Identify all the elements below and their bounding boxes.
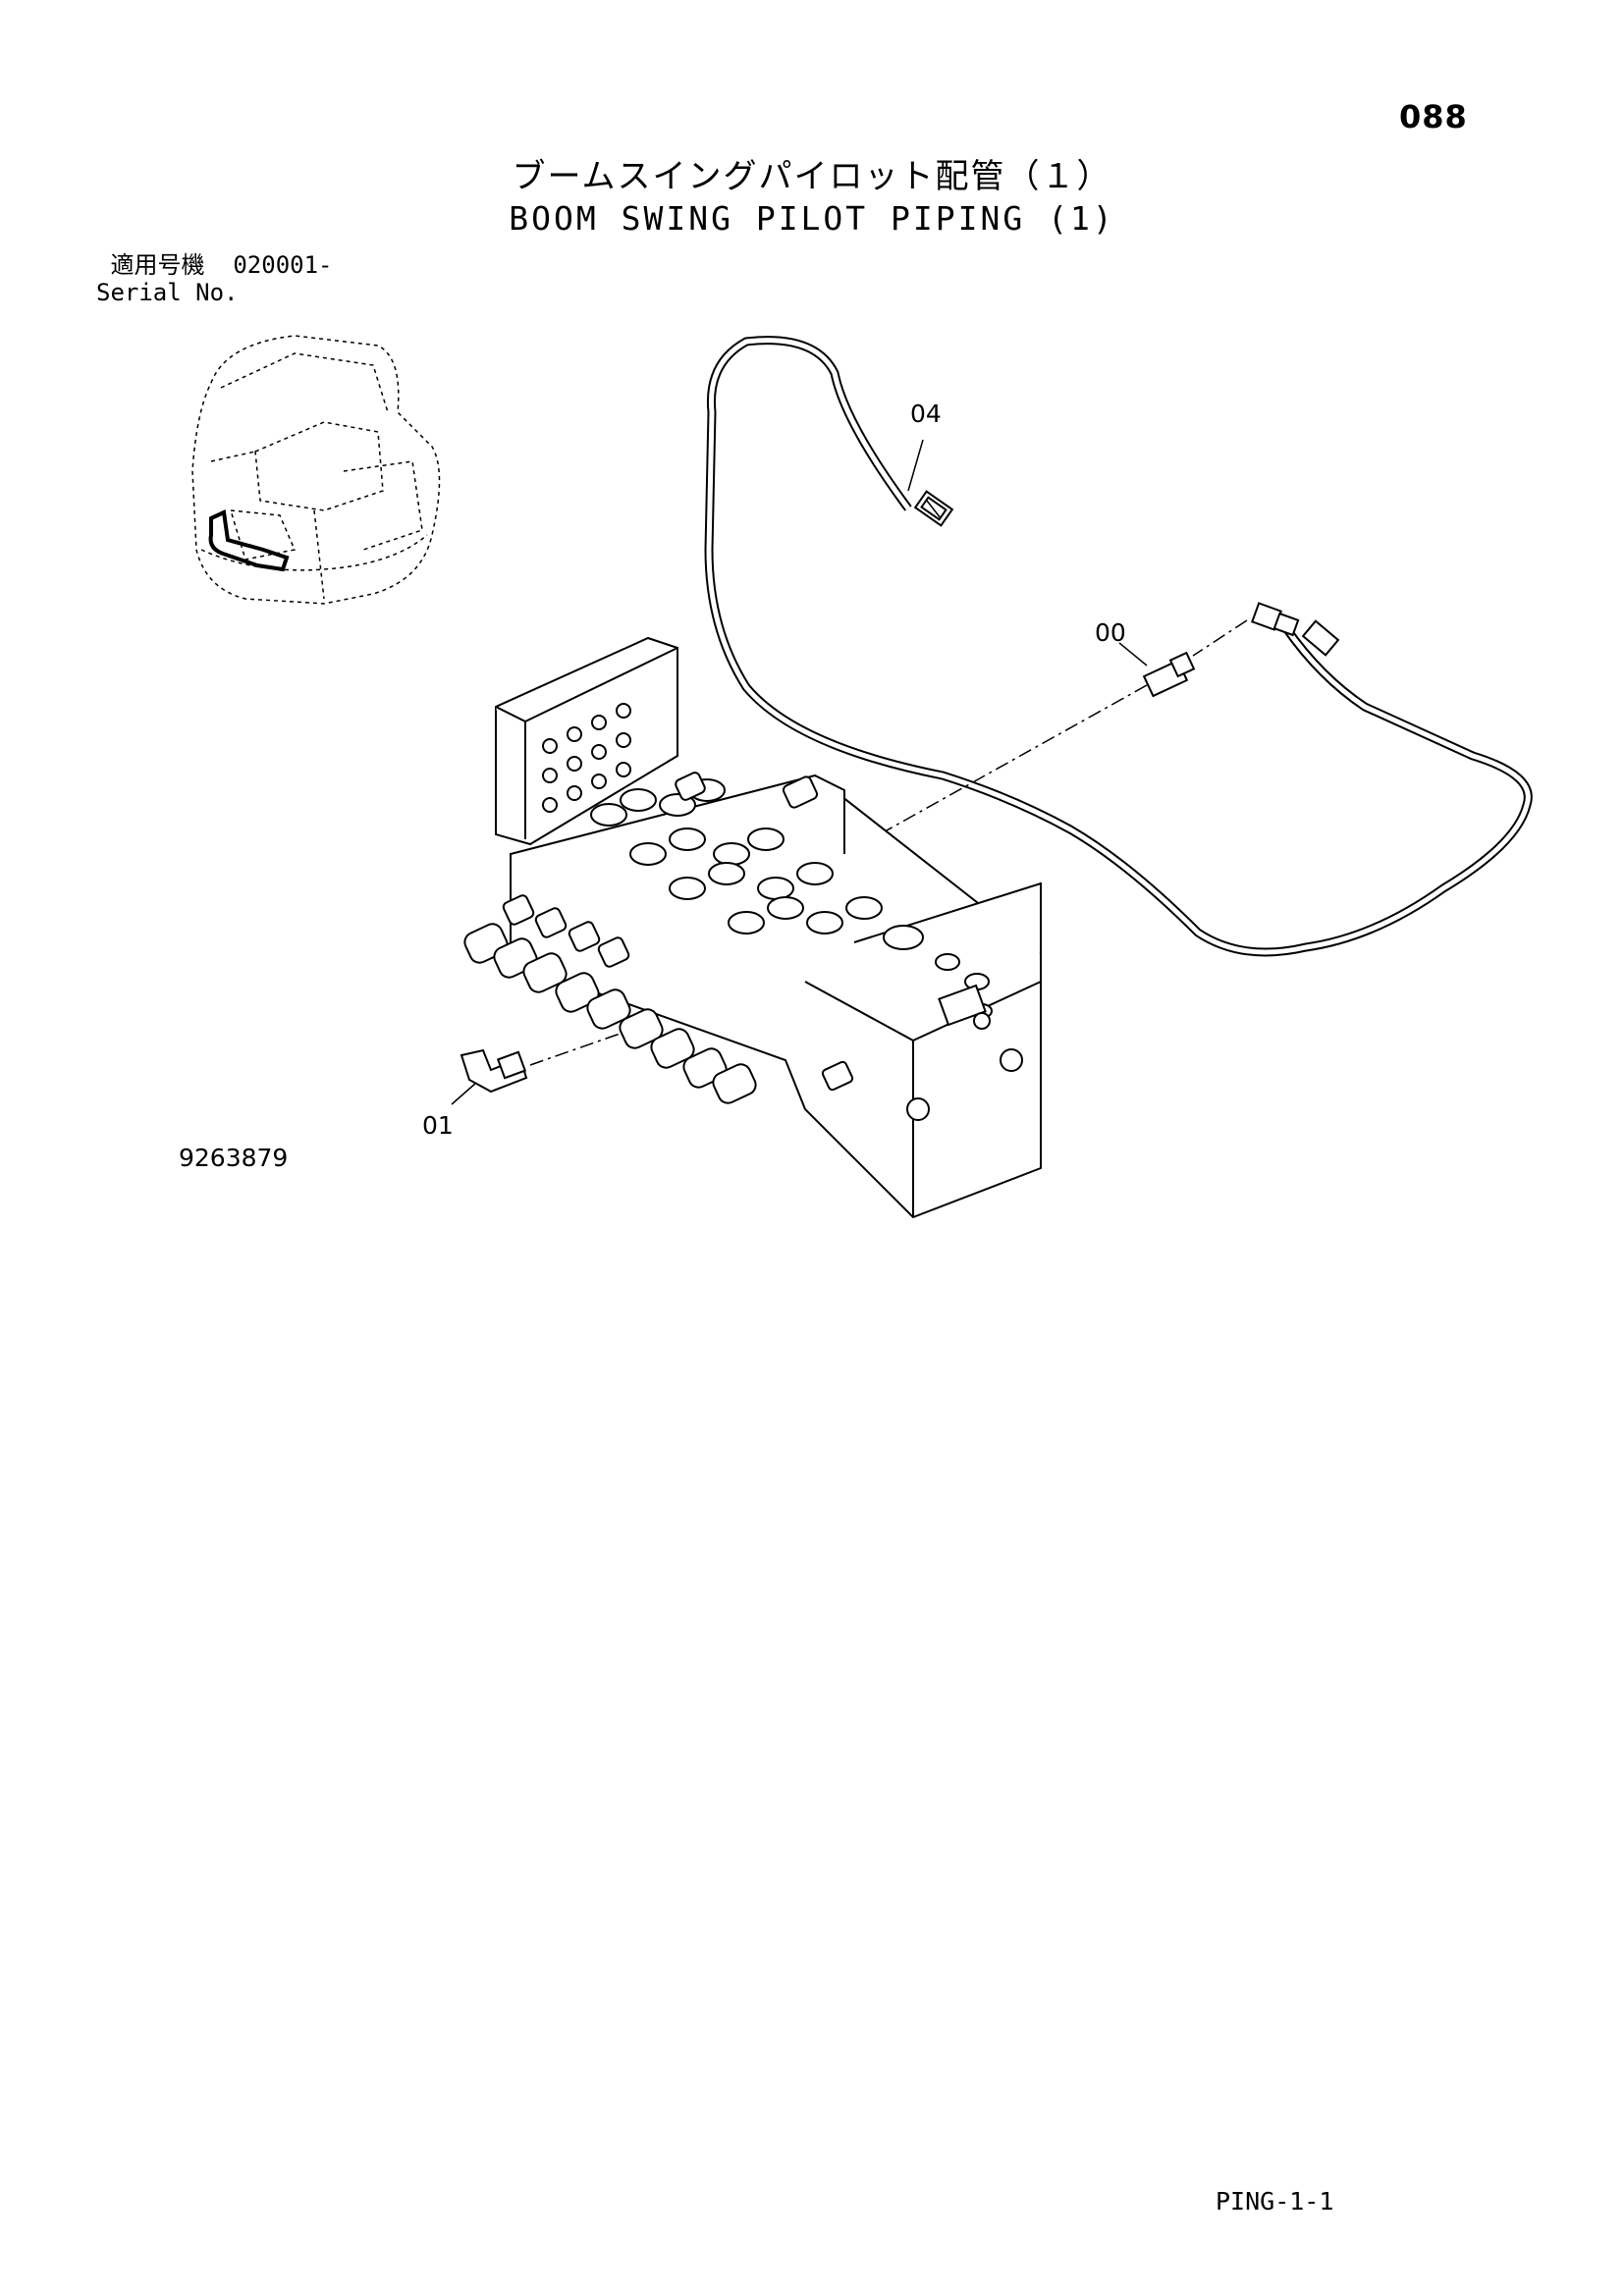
- adapter-fitting-00: [1142, 651, 1196, 698]
- leader-lines: [451, 439, 1148, 1105]
- page-code: PING-1-1: [1216, 2187, 1334, 2216]
- serial-number-block: 適用号機 020001- Serial No.: [96, 251, 333, 306]
- elbow-fitting-01: [460, 1048, 528, 1094]
- serial-line-japanese: 適用号機 020001-: [96, 251, 333, 279]
- drawing-number: 9263879: [179, 1144, 289, 1172]
- serial-label-english: Serial No.: [96, 279, 239, 306]
- excavator-locator-sketch: [191, 335, 441, 605]
- page-title-japanese: ブームスイングパイロット配管（１）: [512, 157, 1112, 196]
- callout-00: 00: [1095, 618, 1126, 647]
- control-valve-assembly: [463, 636, 1042, 1219]
- serial-value: 020001-: [233, 251, 333, 279]
- pilot-hose-04: [704, 336, 1533, 957]
- serial-label-japanese: 適用号機: [110, 251, 205, 279]
- hose-end-fitting-04: [913, 490, 954, 527]
- locator-highlight: [208, 509, 290, 572]
- page-number: 088: [1399, 98, 1468, 135]
- callout-01: 01: [422, 1111, 454, 1140]
- callout-04: 04: [910, 400, 942, 428]
- hose-end-fitting-right: [1251, 602, 1340, 657]
- alignment-lines: [529, 619, 1248, 1066]
- page-title-english: BOOM SWING PILOT PIPING (1): [509, 199, 1115, 238]
